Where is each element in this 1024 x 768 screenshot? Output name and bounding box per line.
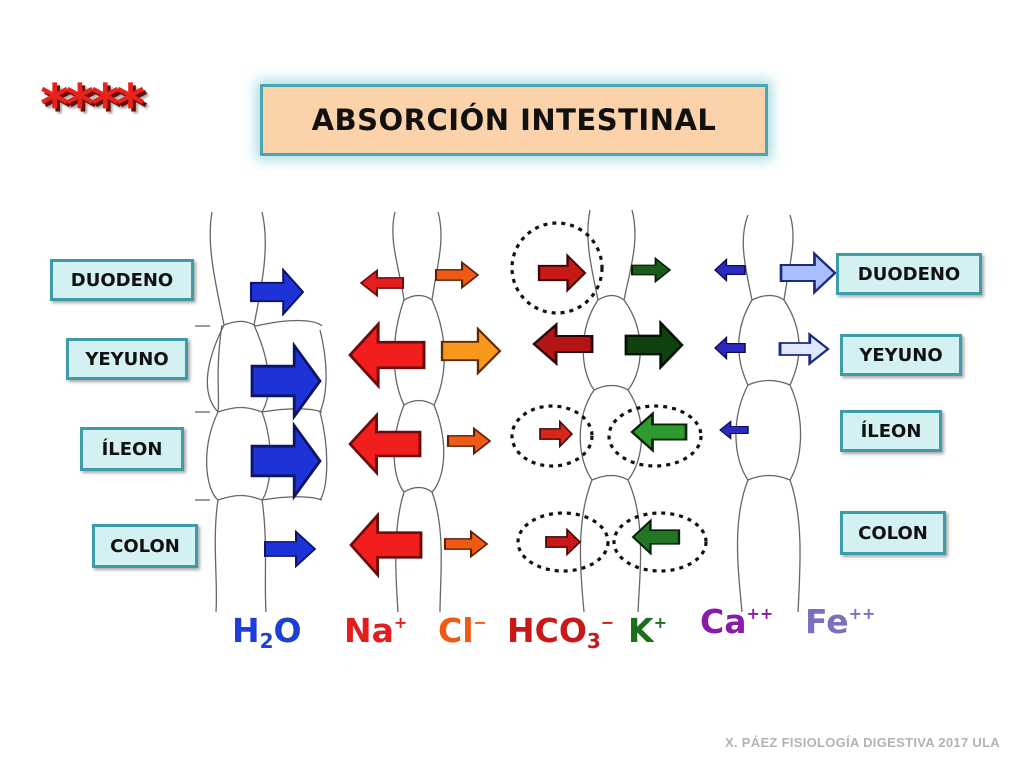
h2o-arrow-colon [265, 532, 315, 567]
footer-credit: X. PÁEZ FISIOLOGÍA DIGESTIVA 2017 ULA [725, 735, 1000, 750]
ion-tail: O [273, 611, 302, 650]
ion-subscript: 2 [259, 629, 274, 653]
highlight-circle-hco3-colon [516, 511, 610, 573]
hco3-arrow-duodeno [539, 256, 585, 291]
h2o-arrow-yeyuno [252, 345, 320, 416]
fe-arrow-duodeno [781, 254, 835, 292]
segment-label-duodeno-left: DUODENO [50, 259, 194, 301]
segment-label-yeyuno-left: YEYUNO [66, 338, 188, 380]
ion-label-k: K+ [628, 614, 667, 647]
stars-decoration: **** [40, 73, 145, 138]
ion-charge: − [473, 613, 487, 632]
ion-base: Fe [805, 602, 849, 641]
ion-label-fe: Fe++ [805, 605, 875, 638]
ion-charge: − [600, 613, 615, 632]
na-arrow-duodeno [361, 271, 403, 296]
k-arrow-duodeno [632, 258, 670, 281]
cl-arrow-ileon [448, 429, 490, 454]
highlight-circle-k-colon [612, 511, 708, 573]
segment-label-colon-right: COLON [840, 511, 946, 555]
ion-label-ca: Ca++ [700, 605, 773, 638]
k-arrow-yeyuno [626, 323, 682, 367]
ion-charge: + [393, 613, 408, 632]
segment-label-yeyuno-right: YEYUNO [840, 334, 962, 376]
cl-arrow-duodeno [436, 263, 478, 288]
ion-charge: + [653, 613, 667, 632]
ion-label-h2o: H2O [232, 614, 302, 651]
segment-label-colon-left: COLON [92, 524, 198, 568]
cl-arrow-yeyuno [442, 329, 500, 373]
na-arrow-colon [351, 515, 421, 575]
ca-arrow-duodeno [715, 259, 745, 280]
page-title: ABSORCIÓN INTESTINAL [260, 84, 768, 156]
highlight-circle-hco3-ileon [510, 404, 594, 468]
segment-label-ileon-right: ÍLEON [840, 410, 942, 452]
ion-label-cl: Cl− [438, 614, 487, 647]
ion-base: H [232, 611, 260, 650]
hco3-arrow-ileon [540, 422, 572, 447]
cl-arrow-colon [445, 532, 487, 557]
highlight-circles [510, 221, 708, 573]
ion-base: Ca [700, 602, 747, 641]
ion-subscript: 3 [586, 629, 601, 653]
segment-label-ileon-left: ÍLEON [80, 427, 184, 471]
hco3-arrow-colon [546, 530, 580, 555]
ion-charge: ++ [746, 604, 774, 623]
h2o-arrow-duodeno [251, 270, 303, 314]
highlight-circle-hco3-duodeno [510, 221, 604, 315]
ion-base: Na [344, 611, 394, 650]
segment-label-duodeno-right: DUODENO [836, 253, 982, 295]
ca-arrow-yeyuno [715, 337, 745, 358]
h2o-arrow-ileon [252, 425, 320, 496]
fe-arrow-yeyuno [780, 335, 828, 364]
ion-base: HCO [507, 611, 587, 650]
ion-charge: ++ [848, 604, 876, 623]
na-arrow-ileon [350, 415, 420, 473]
na-arrow-yeyuno [350, 324, 424, 385]
highlight-circle-k-ileon [607, 404, 703, 468]
ca-arrow-ileon [720, 421, 748, 438]
ion-label-na: Na+ [344, 614, 407, 647]
ion-base: Cl [438, 611, 474, 650]
ion-label-hco3: HCO3− [507, 614, 614, 651]
ion-base: K [628, 611, 654, 650]
